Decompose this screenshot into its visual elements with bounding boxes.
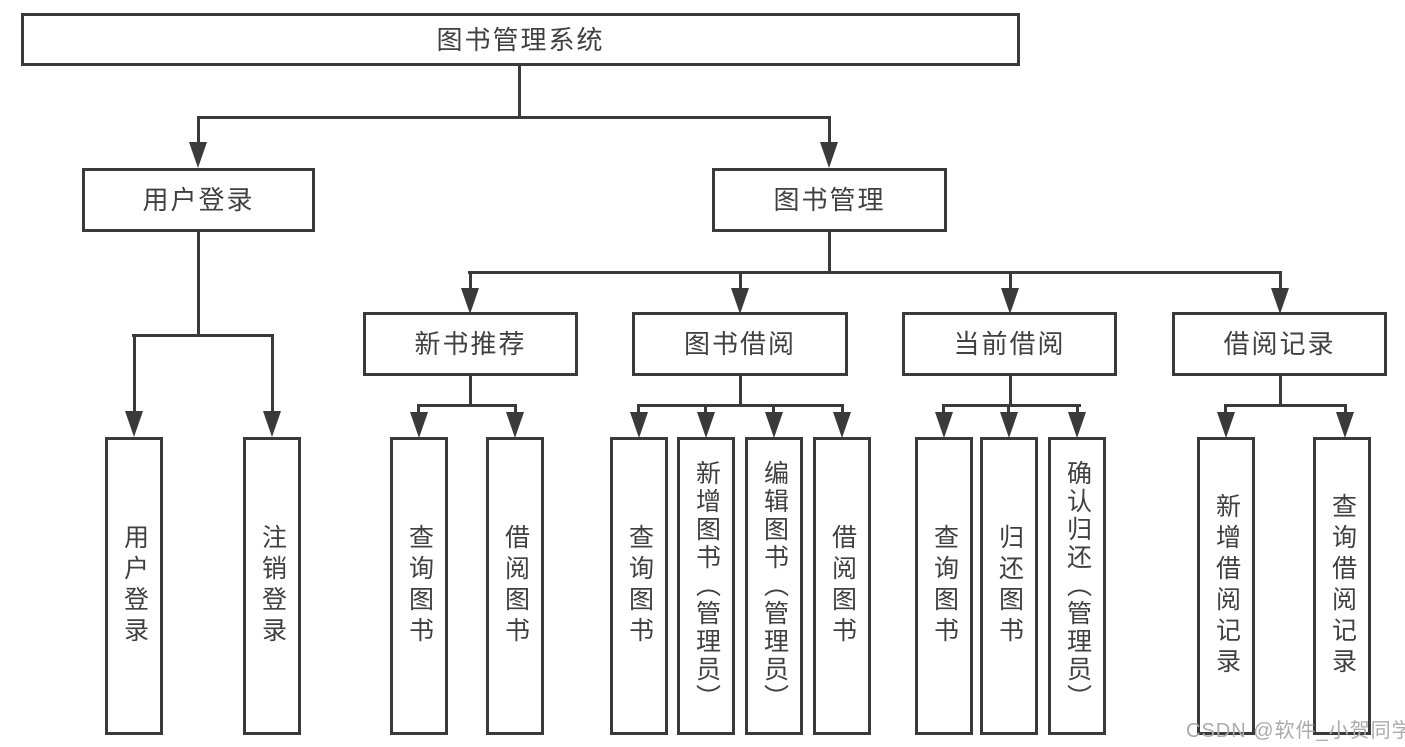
connector-line (133, 334, 136, 414)
connector-line (942, 404, 945, 416)
leaf-add-book-admin: 新增图书（管理员） (677, 437, 735, 735)
leaf-confirm-return-admin: 确认归还（管理员） (1048, 437, 1106, 735)
leaf-edit-book-admin: 编辑图书（管理员） (745, 437, 803, 735)
connector-line (828, 230, 831, 274)
node-label: 借阅图书 (828, 524, 857, 648)
connector-line (1224, 404, 1347, 407)
connector-line (1224, 404, 1227, 416)
leaf-query-borrow-record: 查询借阅记录 (1313, 437, 1371, 735)
node-label: 借阅图书 (501, 524, 530, 648)
connector-line (828, 116, 831, 146)
connector-line (772, 404, 775, 416)
arrow-down-icon (1336, 412, 1354, 438)
leaf-logout: 注销登录 (243, 437, 301, 735)
node-label: 借阅记录 (1223, 329, 1336, 359)
connector-line (417, 404, 420, 416)
arrow-down-icon (125, 411, 143, 437)
node-label: 查询图书 (930, 524, 959, 648)
node-label: 查询借阅记录 (1328, 493, 1357, 679)
node-current-borrowing: 当前借阅 (902, 312, 1117, 376)
node-label: 确认归还（管理员） (1063, 460, 1092, 712)
connector-line (1007, 404, 1010, 416)
arrow-down-icon (833, 412, 851, 438)
node-label: 查询图书 (625, 524, 654, 648)
arrow-down-icon (630, 412, 648, 438)
connector-line (739, 271, 742, 291)
leaf-query-books-borrowing: 查询图书 (610, 437, 668, 735)
arrow-down-icon (1001, 288, 1019, 314)
connector-line (469, 373, 472, 407)
node-label: 新书推荐 (414, 329, 527, 359)
node-label: 图书管理 (773, 185, 886, 215)
arrow-down-icon (820, 142, 838, 168)
arrow-down-icon (1068, 412, 1086, 438)
node-borrowing-records: 借阅记录 (1172, 312, 1387, 376)
node-label: 编辑图书（管理员） (760, 460, 789, 712)
arrow-down-icon (461, 288, 479, 314)
node-new-book-recommendation: 新书推荐 (363, 312, 578, 376)
leaf-borrow-books-recommend: 借阅图书 (486, 437, 544, 735)
connector-line (1279, 271, 1282, 291)
connector-line (469, 271, 472, 291)
node-label: 新增图书（管理员） (692, 460, 721, 712)
leaf-query-books-current: 查询图书 (915, 437, 973, 735)
connector-line (739, 373, 742, 407)
connector-line (197, 116, 831, 119)
connector-line (841, 404, 844, 416)
node-book-borrowing: 图书借阅 (632, 312, 848, 376)
connector-line (1279, 373, 1282, 407)
leaf-query-books-recommend: 查询图书 (390, 437, 448, 735)
arrow-down-icon (189, 142, 207, 168)
connector-line (197, 230, 200, 337)
node-book-management: 图书管理 (712, 168, 947, 232)
node-label: 查询图书 (405, 524, 434, 648)
csdn-watermark: CSDN @软件_小贺同学 (1186, 720, 1405, 742)
connector-line (1076, 404, 1079, 416)
node-label: 用户登录 (142, 185, 255, 215)
arrow-down-icon (1000, 412, 1018, 438)
arrow-down-icon (506, 412, 524, 438)
arrow-down-icon (410, 412, 428, 438)
arrow-down-icon (697, 412, 715, 438)
connector-line (518, 64, 521, 118)
node-user-login: 用户登录 (82, 168, 315, 232)
connector-line (271, 334, 274, 414)
connector-line (1344, 404, 1347, 416)
arrow-down-icon (731, 288, 749, 314)
node-label: 用户登录 (120, 524, 149, 648)
connector-line (132, 334, 274, 337)
node-label: 新增借阅记录 (1212, 493, 1241, 679)
connector-line (942, 404, 1081, 407)
connector-line (417, 404, 517, 407)
leaf-user-login: 用户登录 (105, 437, 163, 735)
node-label: 图书管理系统 (436, 24, 605, 55)
connector-line (197, 116, 200, 146)
connector-line (468, 271, 1282, 274)
connector-line (637, 404, 844, 407)
arrow-down-icon (1217, 412, 1235, 438)
arrow-down-icon (935, 412, 953, 438)
node-label: 归还图书 (995, 524, 1024, 648)
arrow-down-icon (765, 412, 783, 438)
node-library-management-system: 图书管理系统 (21, 13, 1020, 66)
leaf-borrow-books-borrowing: 借阅图书 (813, 437, 871, 735)
arrow-down-icon (1271, 288, 1289, 314)
arrow-down-icon (263, 411, 281, 437)
node-label: 当前借阅 (953, 329, 1066, 359)
leaf-add-borrow-record: 新增借阅记录 (1197, 437, 1255, 735)
connector-line (637, 404, 640, 416)
node-label: 注销登录 (258, 524, 287, 648)
connector-line (514, 404, 517, 416)
connector-line (1009, 271, 1012, 291)
connector-line (1009, 373, 1012, 407)
node-label: 图书借阅 (683, 329, 796, 359)
connector-line (704, 404, 707, 416)
leaf-return-book: 归还图书 (980, 437, 1038, 735)
